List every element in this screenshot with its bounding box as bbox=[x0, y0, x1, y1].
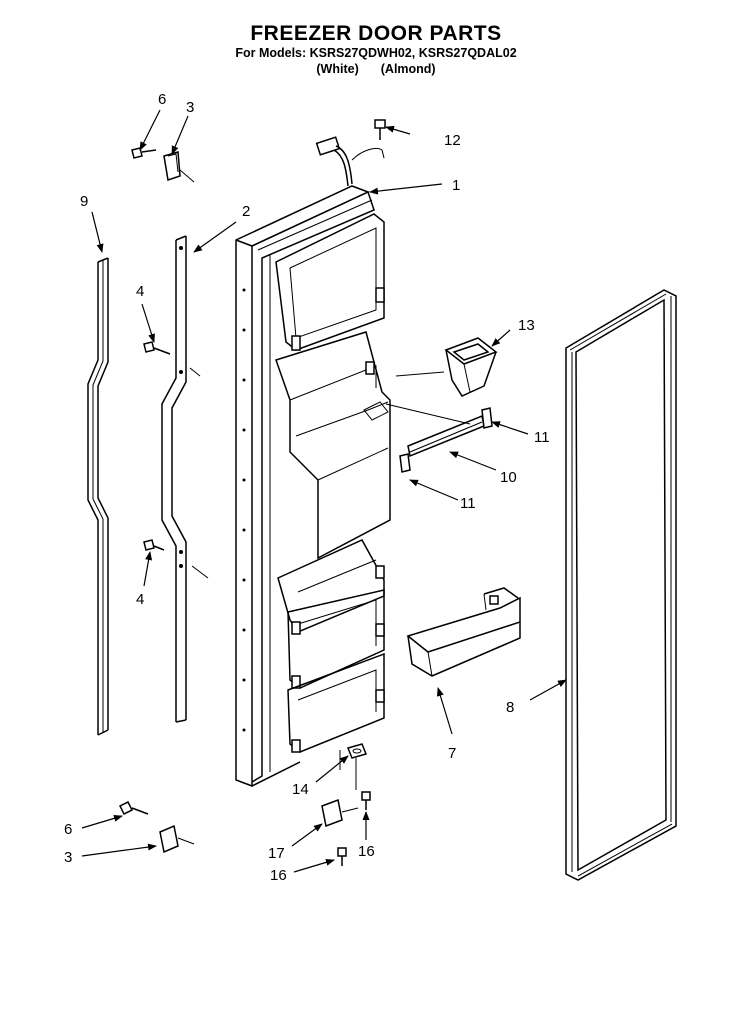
part-10-rail bbox=[385, 403, 485, 458]
variant-almond-label: (Almond) bbox=[380, 62, 436, 76]
part-14-hinge-bushing bbox=[346, 743, 368, 790]
part-16-screw-right bbox=[361, 791, 371, 810]
callout-10: 10 bbox=[500, 469, 517, 486]
variant-white-label: (White) bbox=[316, 62, 359, 76]
callout-8: 8 bbox=[506, 699, 514, 716]
leader-arrows bbox=[81, 109, 567, 873]
part-6-screw-top bbox=[131, 147, 157, 159]
callout-4-top: 4 bbox=[136, 283, 144, 300]
part-8-door-gasket bbox=[565, 289, 677, 881]
model-numbers: For Models: KSRS27QDWH02, KSRS27QDAL02 bbox=[235, 46, 517, 60]
part-2-hinge-bar bbox=[161, 235, 209, 723]
callout-13: 13 bbox=[518, 317, 535, 334]
part-12-screw bbox=[374, 119, 386, 140]
part-7-door-bin bbox=[406, 587, 521, 677]
callout-16-right: 16 bbox=[358, 843, 375, 860]
callout-3-top: 3 bbox=[186, 99, 194, 116]
part-9-trim-strip bbox=[87, 257, 109, 736]
model-variants: (White) (Almond) bbox=[0, 62, 752, 76]
wire-harness bbox=[315, 136, 385, 187]
callout-3-bottom: 3 bbox=[64, 849, 72, 866]
part-3-clip-bottom bbox=[159, 824, 195, 854]
callout-6-top: 6 bbox=[158, 91, 166, 108]
part-4-screw-upper bbox=[143, 341, 171, 355]
callout-1: 1 bbox=[452, 177, 460, 194]
callout-14: 14 bbox=[292, 781, 309, 798]
part-6-screw-bottom bbox=[118, 800, 149, 816]
callout-11-bottom: 11 bbox=[460, 495, 476, 512]
part-13-ice-chute bbox=[395, 337, 498, 397]
part-4-screw-lower bbox=[143, 539, 165, 551]
page-title: FREEZER DOOR PARTS bbox=[250, 22, 502, 45]
callout-2: 2 bbox=[242, 203, 250, 220]
callout-9: 9 bbox=[80, 193, 88, 210]
part-1-freezer-door bbox=[235, 185, 391, 788]
callout-12: 12 bbox=[444, 132, 461, 149]
callout-17: 17 bbox=[268, 845, 285, 862]
callout-4-bottom: 4 bbox=[136, 591, 144, 608]
part-3-clip-top bbox=[163, 151, 195, 183]
door-flange-holes bbox=[242, 288, 246, 732]
callout-7: 7 bbox=[448, 745, 456, 762]
callout-11-top: 11 bbox=[534, 429, 550, 446]
part-17-hinge-bracket bbox=[321, 798, 359, 828]
part-11-endcap-left bbox=[399, 453, 411, 473]
part-11-endcap-right bbox=[481, 407, 493, 429]
part-16-screw-left bbox=[337, 847, 347, 866]
callout-6-bottom: 6 bbox=[64, 821, 72, 838]
callout-16-left: 16 bbox=[270, 867, 287, 884]
